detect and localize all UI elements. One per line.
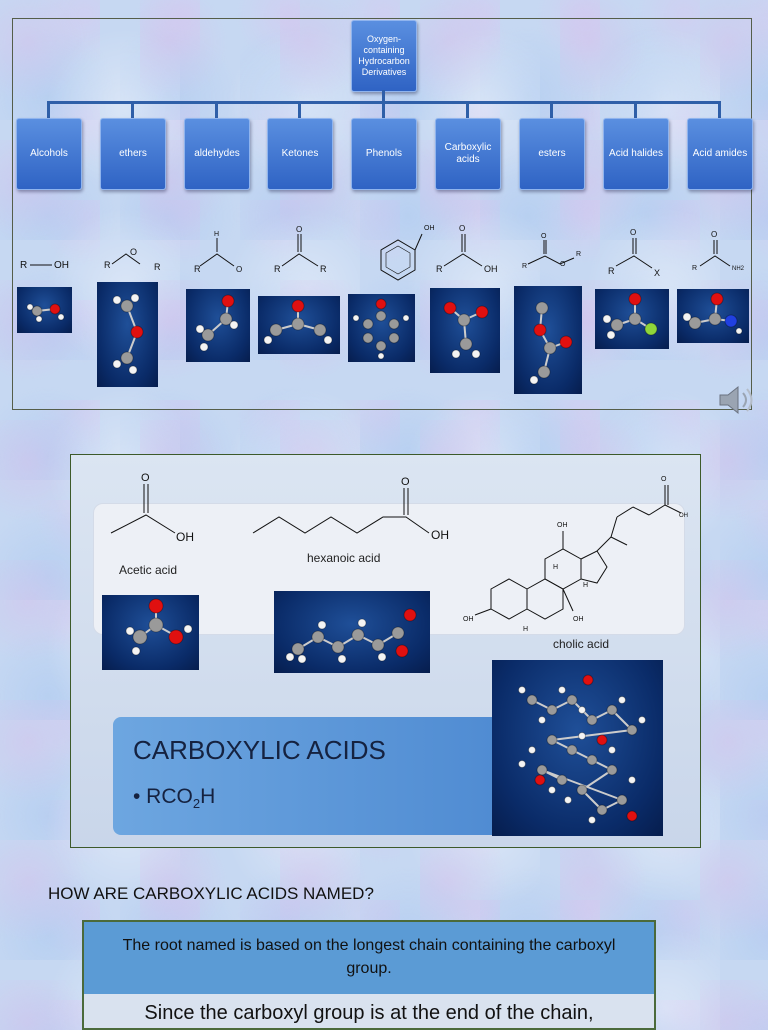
- ether-model: [97, 282, 158, 387]
- category-acid-amides[interactable]: Acid amides: [687, 118, 753, 190]
- svg-text:OH: OH: [431, 528, 449, 542]
- acid-halide-model: [595, 289, 669, 349]
- svg-text:R: R: [320, 264, 327, 274]
- connector-drop: [47, 101, 50, 119]
- carboxylic-acid-model: [430, 288, 500, 373]
- table-header-cell: The root named is based on the longest c…: [84, 922, 654, 994]
- category-alcohols[interactable]: Alcohols: [16, 118, 82, 190]
- category-label: Phenols: [365, 148, 403, 159]
- svg-text:R: R: [104, 260, 111, 270]
- svg-text:O: O: [630, 228, 636, 237]
- svg-text:OH: OH: [424, 225, 435, 232]
- category-label: Acid amides: [692, 148, 748, 159]
- svg-text:R: R: [194, 264, 201, 274]
- svg-text:OH: OH: [679, 513, 688, 519]
- hexanoic-acid-structure: O OH: [252, 476, 449, 542]
- speaker-icon[interactable]: [716, 382, 756, 418]
- svg-text:R: R: [436, 264, 443, 274]
- naming-rules-table: The root named is based on the longest c…: [82, 920, 656, 1030]
- svg-text:O: O: [141, 472, 150, 484]
- svg-text:R: R: [576, 251, 581, 258]
- category-phenols[interactable]: Phenols: [351, 118, 417, 190]
- svg-text:R: R: [154, 262, 161, 272]
- svg-text:H: H: [553, 564, 558, 571]
- cholic-acid-model: [492, 660, 663, 836]
- svg-text:O: O: [296, 225, 302, 234]
- svg-text:O: O: [661, 476, 667, 483]
- derivatives-hierarchy-panel: [12, 18, 752, 410]
- acid-amide-model: [677, 289, 749, 343]
- svg-text:H: H: [523, 626, 528, 633]
- svg-text:O: O: [459, 224, 465, 233]
- acetic-acid-model: [102, 595, 199, 670]
- cholic-acid-label: cholic acid: [553, 637, 610, 651]
- svg-text:H: H: [214, 231, 219, 238]
- hexanoic-acid-label: hexanoic acid: [307, 551, 381, 565]
- category-label: Ketones: [281, 148, 319, 159]
- aldehyde-model: [186, 289, 250, 362]
- connector-drop: [550, 101, 553, 119]
- category-label: Acid halides: [609, 148, 663, 159]
- svg-text:X: X: [654, 268, 660, 278]
- connector-drop: [718, 101, 721, 119]
- category-ketones[interactable]: Ketones: [267, 118, 333, 190]
- category-carboxylic-acids[interactable]: Carboxylic acids: [435, 118, 501, 190]
- svg-text:R: R: [522, 263, 527, 270]
- svg-text:OH: OH: [557, 522, 568, 529]
- svg-text:OH: OH: [54, 260, 69, 271]
- svg-text:O: O: [560, 261, 566, 268]
- root-node[interactable]: Oxygen-containing Hydrocarbon Derivative…: [351, 20, 417, 92]
- connector-drop: [131, 101, 134, 119]
- svg-text:OH: OH: [463, 616, 474, 623]
- svg-text:OH: OH: [573, 616, 584, 623]
- svg-text:R: R: [692, 265, 697, 272]
- hexanoic-acid-model: [274, 591, 430, 673]
- skeletal-structures: R OH R O R H R O O R R OH O R OH O R O R…: [20, 224, 745, 281]
- connector-vertical: [382, 90, 385, 103]
- naming-question: HOW ARE CARBOXYLIC ACIDS NAMED?: [48, 884, 374, 903]
- bullet-formula: • RCO2H: [133, 785, 216, 812]
- category-esters[interactable]: esters: [519, 118, 585, 190]
- category-ethers[interactable]: ethers: [100, 118, 166, 190]
- category-label: Alcohols: [30, 148, 68, 159]
- connector-drop: [382, 101, 385, 119]
- connector-drop: [466, 101, 469, 119]
- cholic-acid-structure: O OH OH OH OH H H H: [463, 476, 688, 633]
- title-card: CARBOXYLIC ACIDS • RCO2H: [113, 717, 507, 835]
- svg-text:H: H: [583, 582, 588, 589]
- svg-text:R: R: [20, 260, 27, 271]
- root-node-label: Oxygen-containing Hydrocarbon Derivative…: [358, 34, 410, 77]
- svg-text:R: R: [274, 264, 281, 274]
- svg-text:R: R: [608, 266, 615, 276]
- category-acid-halides[interactable]: Acid halides: [603, 118, 669, 190]
- connector-drop: [215, 101, 218, 119]
- category-label: esters: [538, 148, 566, 159]
- svg-text:O: O: [130, 247, 137, 257]
- svg-text:OH: OH: [176, 530, 194, 544]
- svg-text:O: O: [711, 230, 717, 239]
- ketone-model: [258, 296, 340, 354]
- connector-drop: [634, 101, 637, 119]
- svg-text:O: O: [236, 265, 242, 274]
- category-label: Carboxylic acids: [444, 142, 492, 165]
- category-aldehydes[interactable]: aldehydes: [184, 118, 250, 190]
- acetic-acid-label: Acetic acid: [119, 563, 178, 577]
- category-label: aldehydes: [194, 148, 240, 159]
- svg-text:O: O: [401, 476, 410, 488]
- category-label: ethers: [119, 148, 147, 159]
- phenol-model: [348, 294, 415, 362]
- acetic-acid-structure: O OH: [110, 472, 194, 544]
- ester-model: [514, 286, 582, 394]
- slide-title: CARBOXYLIC ACIDS: [133, 735, 386, 765]
- svg-text:O: O: [541, 233, 547, 240]
- connector-drop: [298, 101, 301, 119]
- table-row: Since the carboxyl group is at the end o…: [84, 994, 654, 1028]
- svg-text:NH2: NH2: [732, 266, 745, 272]
- svg-text:OH: OH: [484, 264, 498, 274]
- alcohol-model: [17, 287, 72, 333]
